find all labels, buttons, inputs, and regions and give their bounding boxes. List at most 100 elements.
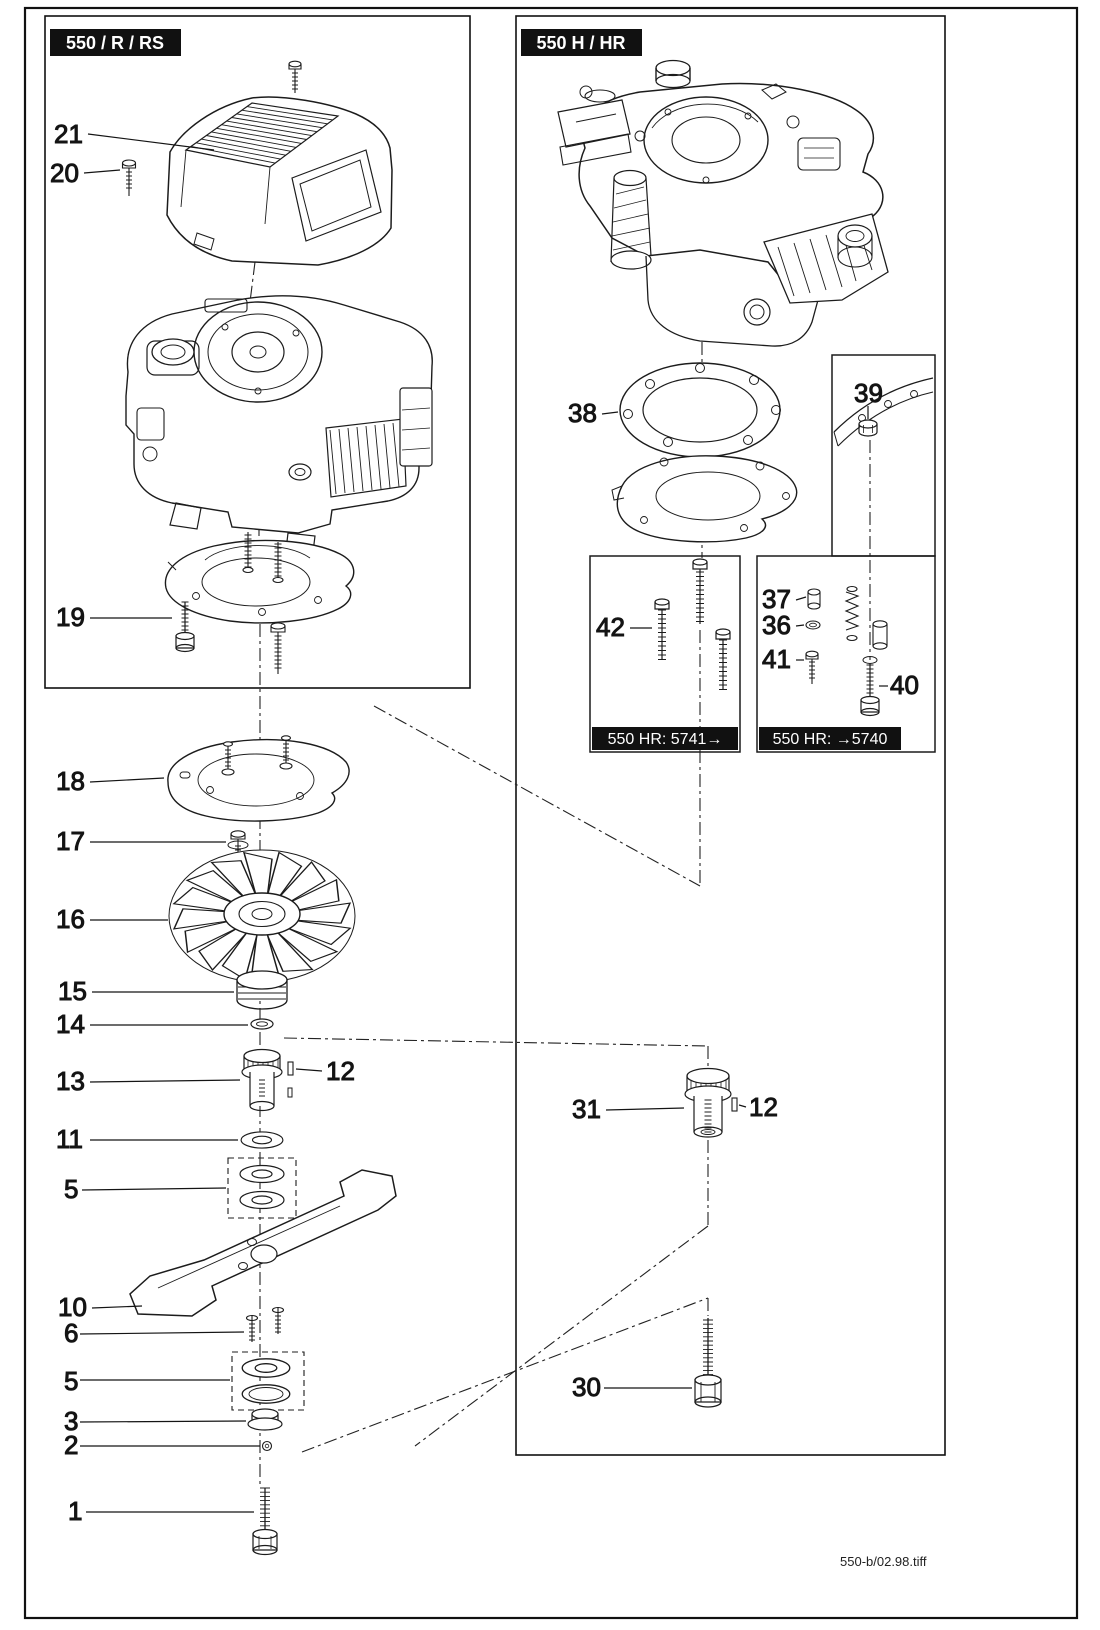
part-20-screw	[121, 159, 137, 196]
box-42-border	[589, 555, 741, 753]
fuel-cap	[151, 338, 195, 366]
leader-3	[79, 1420, 247, 1423]
hr-before-label-box	[759, 727, 901, 750]
part-30-bolt	[694, 1318, 722, 1408]
callout-5-lower: 5	[64, 1366, 230, 1397]
centerline-diagonal-lower-1	[414, 1225, 709, 1447]
assembly-centerlines	[249, 261, 871, 1486]
cover-side-panel	[291, 149, 382, 242]
part-number-2: 2	[64, 1430, 78, 1460]
callout-14: 14	[56, 1009, 248, 1040]
part-1-bolt	[252, 1487, 278, 1556]
part-number-15: 15	[58, 976, 87, 1006]
part-number-1: 1	[68, 1496, 82, 1526]
centerline-diagonal-lower-2	[301, 1297, 709, 1453]
part-number-20: 20	[50, 158, 79, 188]
part-38-gasket	[619, 362, 781, 458]
box-42-bolt-center	[692, 558, 708, 624]
callout-10: 10	[58, 1292, 143, 1323]
hr-after-label-box	[592, 727, 738, 750]
baffle-lower-bolt	[270, 622, 286, 674]
part-number-5-upper: 5	[64, 1174, 78, 1204]
callout-41: 41	[762, 644, 804, 675]
right-panel-title-box	[521, 29, 642, 56]
right-panel-title: 550 H / HR	[536, 33, 625, 53]
oil-cap	[655, 59, 691, 77]
leader-37	[795, 596, 807, 601]
leader-5-upper	[81, 1187, 227, 1191]
sleeve	[872, 620, 888, 650]
leader-6	[79, 1331, 245, 1335]
part-number-19: 19	[56, 602, 85, 632]
o-ring	[862, 656, 878, 664]
callout-21: 21	[54, 119, 215, 151]
centerline-cover-to-engine	[249, 261, 256, 303]
box-37-41	[756, 555, 936, 753]
part-number-40: 40	[890, 670, 919, 700]
box-39	[831, 354, 936, 557]
leader-20	[83, 169, 121, 174]
callout-42: 42	[596, 612, 652, 643]
part-19-bolt	[175, 601, 195, 653]
part-number-38: 38	[568, 398, 597, 428]
cover-screw	[288, 60, 302, 93]
part-5-upper-dashed-box	[227, 1157, 297, 1219]
part-number-12-left: 12	[326, 1056, 355, 1086]
plate-stud-left	[221, 741, 235, 776]
part-41-screw	[805, 650, 819, 684]
callout-17: 17	[56, 826, 226, 857]
callout-2: 2	[64, 1430, 260, 1461]
callout-31: 31	[572, 1094, 685, 1125]
part-18-plate	[167, 735, 350, 822]
callout-6: 6	[64, 1318, 245, 1349]
left-panel-border	[44, 15, 471, 689]
baffle-plate	[164, 532, 355, 624]
part-number-30: 30	[572, 1372, 601, 1402]
part-42-bolt	[654, 598, 670, 660]
callout-39: 39	[854, 378, 883, 419]
part-number-5-lower: 5	[64, 1366, 78, 1396]
part-number-3: 3	[64, 1406, 78, 1436]
part-14-ring	[250, 1018, 274, 1030]
callout-1: 1	[68, 1496, 254, 1527]
cover-grille-slats	[191, 106, 333, 164]
leader-36	[795, 624, 805, 627]
left-panel-content	[121, 60, 433, 674]
leader-12-right	[738, 1104, 747, 1108]
leader-18	[89, 777, 165, 783]
box-42-bolt-right	[715, 628, 731, 690]
callout-20: 20	[50, 158, 121, 189]
part-21-engine-cover	[166, 96, 393, 266]
part-37-bushing	[807, 588, 821, 610]
part-number-10: 10	[58, 1292, 87, 1322]
part-15-pulley	[236, 970, 288, 1010]
part-2-ring	[261, 1440, 273, 1452]
callout-3: 3	[64, 1406, 247, 1437]
engine-550h	[557, 59, 889, 347]
leader-21	[87, 133, 215, 151]
callout-15: 15	[58, 976, 234, 1007]
centerline-diagonal-upper	[373, 705, 701, 887]
part-number-18: 18	[56, 766, 85, 796]
part-number-14: 14	[56, 1009, 85, 1039]
part-number-31: 31	[572, 1094, 601, 1124]
callout-30: 30	[572, 1372, 692, 1403]
part-number-13: 13	[56, 1066, 85, 1096]
plate-stud-right	[279, 735, 293, 770]
callout-16: 16	[56, 904, 168, 935]
callout-18: 18	[56, 766, 165, 797]
part-number-17: 17	[56, 826, 85, 856]
part-10-blade	[129, 1169, 397, 1317]
callout-13: 13	[56, 1066, 241, 1097]
part-36-ring	[805, 620, 821, 630]
panel-titles: 550 / R / RS 550 H / HR 550 HR: 5741→ 55…	[50, 29, 887, 748]
muffler-tube	[610, 169, 652, 270]
air-filter	[557, 99, 631, 148]
part-number-37: 37	[762, 584, 791, 614]
page-frame	[23, 6, 1079, 1620]
leader-10	[91, 1305, 143, 1309]
leader-13	[89, 1079, 241, 1083]
right-panel-border	[515, 15, 946, 1456]
callout-36: 36	[762, 610, 805, 641]
